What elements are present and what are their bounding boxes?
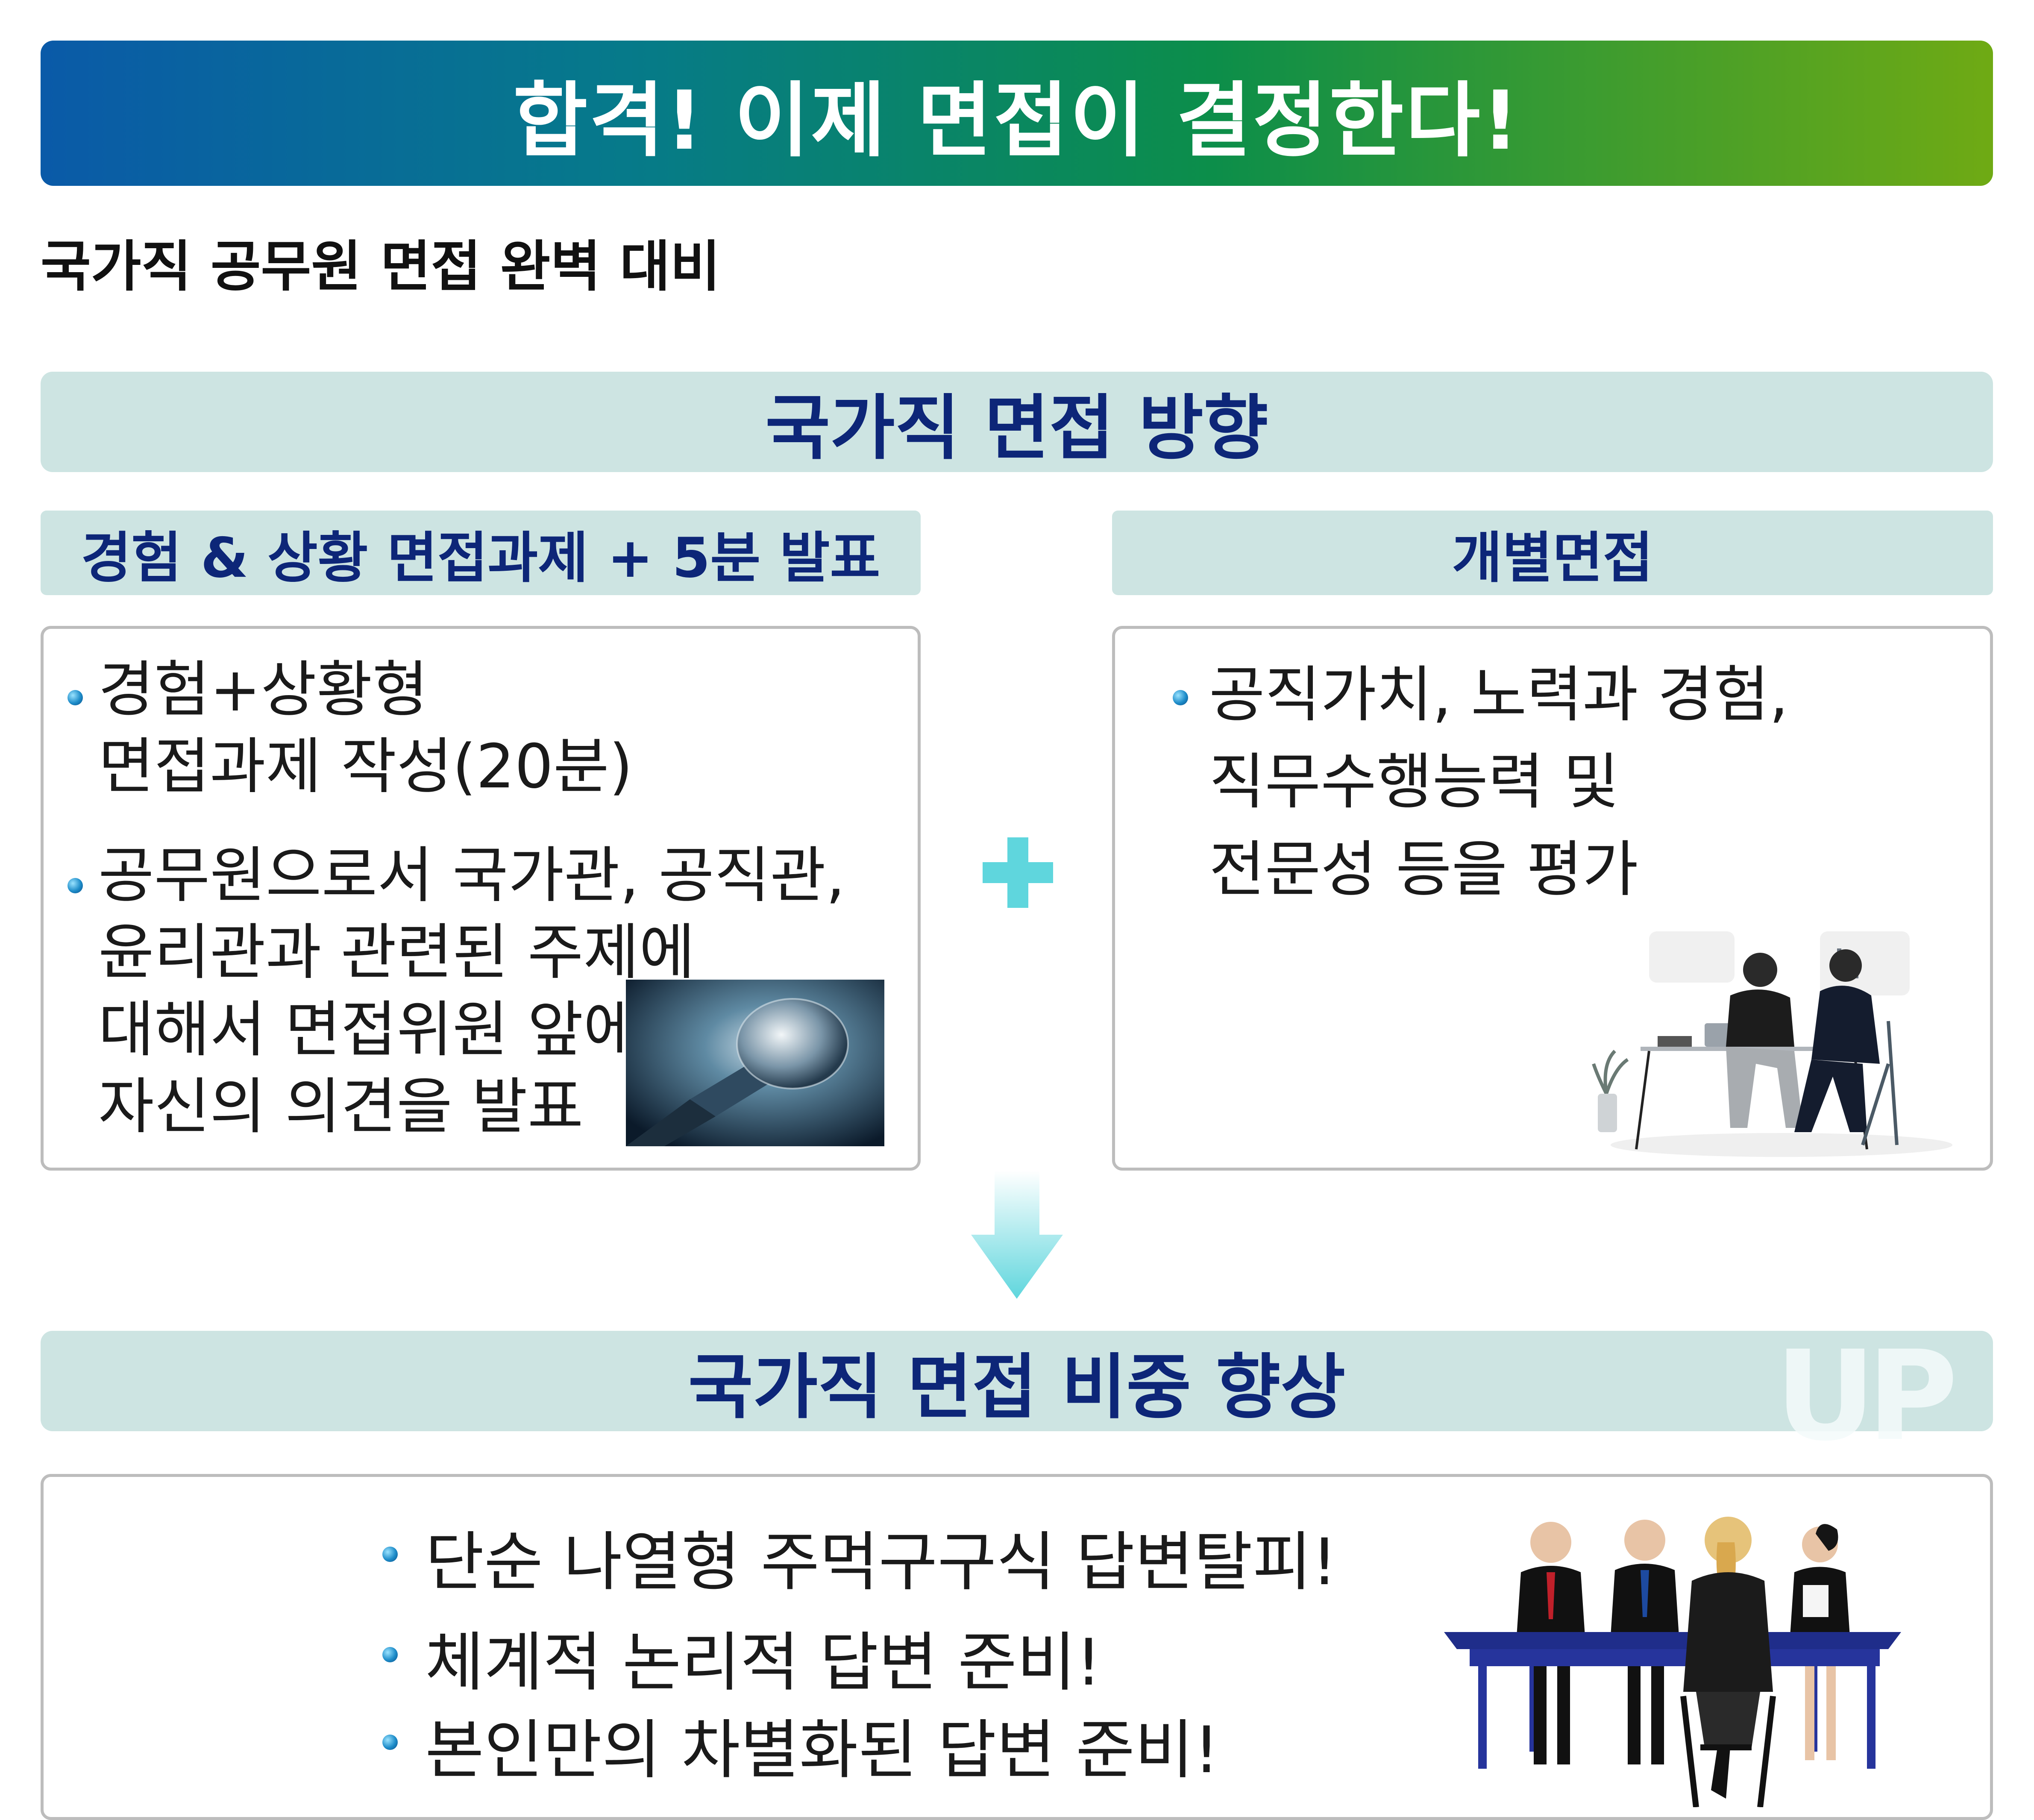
- page-subtitle: 국가직 공무원 면접 완벽 대비: [41, 235, 721, 299]
- list-item: 공무원으로서 국가관, 공직관, 윤리관과 관련된 주제에 대해서 면접위원 앞…: [98, 837, 845, 1145]
- interview-illustration: [1592, 931, 1952, 1157]
- increase-heading: 국가직 면접 비중 향상: [41, 1331, 1993, 1431]
- left-category-text: 경험 & 상황 면접과제 + 5분 발표: [81, 526, 881, 590]
- title-banner: 합격! 이제 면접이 결정한다!: [41, 41, 1993, 186]
- right-category-text: 개별면접: [1452, 526, 1653, 590]
- right-category-label: 개별면접: [1112, 511, 1993, 595]
- bullet-line: 경험+상황형: [98, 655, 429, 725]
- list-item: 경험+상황형 면접과제 작성(20분): [98, 652, 633, 806]
- sphere-bullet-icon: [1173, 690, 1188, 705]
- up-badge: UP: [1775, 1324, 1958, 1468]
- list-item: 공직가치, 노력과 경험, 직무수행능력 및 전문성 등을 평가: [1209, 652, 1788, 913]
- bullet-line: 전문성 등을 평가: [1209, 834, 1638, 905]
- bullet-line: 공직가치, 노력과 경험,: [1209, 660, 1789, 730]
- plus-icon: [983, 837, 1053, 908]
- bullet-line: 윤리관과 관련된 주제에: [98, 917, 695, 988]
- sphere-bullet-icon: [68, 690, 83, 705]
- list-item: 본인만의 차별화된 답변 준비!: [425, 1713, 1220, 1788]
- microphone-photo: [626, 980, 884, 1146]
- sphere-bullet-icon: [382, 1647, 398, 1662]
- sphere-bullet-icon: [382, 1735, 398, 1750]
- sphere-bullet-icon: [68, 878, 83, 893]
- list-item: 체계적 논리적 답변 준비!: [425, 1626, 1102, 1700]
- bullet-line: 직무수행능력 및: [1209, 747, 1619, 818]
- banner-title: 합격! 이제 면접이 결정한다!: [513, 73, 1521, 168]
- increase-heading-text: 국가직 면접 비중 향상: [688, 1346, 1346, 1428]
- bullet-line: 대해서 면접위원 앞에서: [98, 994, 695, 1065]
- bullet-line: 공무원으로서 국가관, 공직관,: [98, 840, 845, 911]
- interview-panel-illustration: [1444, 1517, 1901, 1807]
- direction-heading-text: 국가직 면접 방향: [765, 387, 1268, 469]
- bullet-line: 면접과제 작성(20분): [98, 731, 633, 802]
- direction-heading: 국가직 면접 방향: [41, 372, 1993, 472]
- down-arrow-icon: [971, 1171, 1063, 1299]
- list-item: 단순 나열형 주먹구구식 답변탈피!: [425, 1525, 1338, 1600]
- sphere-bullet-icon: [382, 1547, 398, 1562]
- left-category-label: 경험 & 상황 면접과제 + 5분 발표: [41, 511, 921, 595]
- bullet-line: 자신의 의견을 발표: [98, 1071, 584, 1142]
